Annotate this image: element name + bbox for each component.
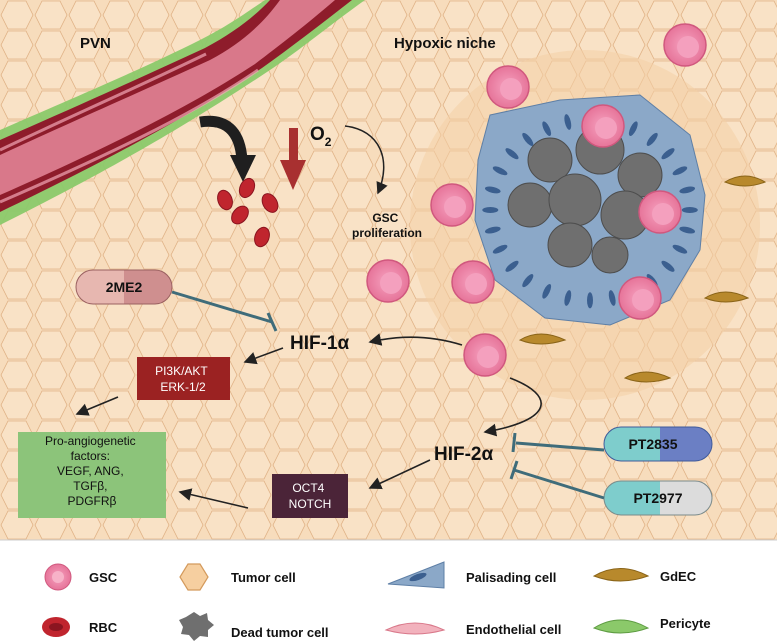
palisading-nucleus [492,244,508,254]
gsc-cell-nucleus [677,36,699,58]
legend-pericyte-label: Pericyte [660,616,711,631]
palisading-nucleus [492,166,508,176]
angiogenic-text: Pro-angiogenetic factors: VEGF, ANG, TGF… [45,434,139,508]
drug-pt2835-outline [603,426,713,462]
palisading-nucleus [564,114,572,130]
palisading-nucleus [628,121,638,137]
oct4-label: OCT4 NOTCH [289,481,332,511]
pi3k-label: PI3K/AKT ERK-1/2 [155,364,211,394]
legend-endothelial-cell-label: Endothelial cell [466,622,561,637]
palisading-nucleus [484,186,501,194]
legend-palisading-cell-nucleus [409,572,427,582]
palisading-nucleus [542,283,552,299]
drug-pt2977-pill [604,481,712,515]
blood-vessel [0,0,365,225]
palisading-nucleus [608,290,616,306]
palisading-nucleus [681,207,698,213]
palisading-nucleus [505,260,519,272]
palisading-nucleus [505,148,519,160]
legend: GSC RBC Tumor cell Dead tumor cell Palis… [42,561,711,641]
gsc-cell-nucleus [652,203,674,225]
o2-arrow-shaft [289,128,298,162]
gsc-cell-nucleus [500,78,522,100]
palisading-nucleus [484,226,501,234]
hypoxic-niche-label: Hypoxic niche [394,35,496,52]
gsc-cell-nucleus [632,289,654,311]
palisading-nucleus [482,207,499,213]
palisading-nucleus [542,121,552,137]
palisading-nucleus [679,226,696,234]
hif1a-label: HIF-1α [290,333,350,354]
palisading-nucleus [522,132,534,146]
drug-2me2-outline [75,269,173,305]
gsc-cell-nucleus [595,117,617,139]
legend-palisading-cell-label: Palisading cell [466,570,556,585]
legend-tumor-cell-icon [179,563,209,591]
legend-gsc-label: GSC [89,570,118,585]
gsc-proliferation-label: GSC proliferation [352,211,422,240]
palisading-nucleus [564,290,572,306]
leak-arrow [199,115,248,161]
palisading-nucleus [646,132,658,146]
o2-arrow-head [280,160,306,190]
oct4-to-angio-arrow [178,488,249,509]
drug-pt2835-label: PT2835 [628,436,677,452]
gsc-cell-nucleus [380,272,402,294]
palisading-nucleus [522,274,534,288]
inhibit-pt2835 [515,441,605,452]
hif1a-to-pi3k-arrow [243,347,284,365]
palisading-nucleus [587,292,593,309]
pi3k-to-angio-arrow [75,396,119,416]
pi3k-box [137,357,230,400]
gsc-to-hif2a-arrow [483,377,542,437]
legend-gdec-label: GdEC [660,569,697,584]
inhibit-pt2977-bar [509,460,519,480]
palisading-nucleus [661,148,675,160]
legend-tumor-cell-label: Tumor cell [231,570,296,585]
oct4-box [272,474,348,518]
drug-pt2977-label: PT2977 [633,490,682,506]
gsc-cell-nucleus [477,346,499,368]
rbc-cluster [217,177,279,248]
inhibit-pt2835-bar [511,432,517,453]
leak-arrow-head [230,155,256,182]
gsc-cell-nucleus [444,196,466,218]
inhibit-2me2-bar [266,312,278,332]
drug-2me2-pill [76,270,172,304]
legend-dead-tumor-cell-label: Dead tumor cell [231,625,329,640]
pvn-label: PVN [80,35,111,52]
legend-dead-tumor-cell-icon [179,612,214,641]
gdec-cells [518,175,767,383]
legend-endothelial-cell-icon [384,622,446,635]
inhibit-pt2977 [513,468,605,500]
drug-2me2-label: 2ME2 [106,279,143,295]
inhibit-2me2 [171,290,273,324]
palisading-nucleus [672,166,688,176]
gsc-cells [366,23,707,377]
hif2a-label: HIF-2α [434,444,494,465]
o2-label: O2 [310,124,332,149]
palisading-nucleus [679,186,696,194]
drug-pt2835-pill [604,427,712,461]
legend-rbc-label: RBC [89,620,118,635]
legend-gdec-icon [592,568,650,582]
angiogenic-box [18,432,166,518]
hif2a-to-oct4-arrow [368,459,431,490]
gsc-to-hif1a-arrow [368,333,463,346]
legend-pericyte-icon [592,619,650,634]
o2-to-proliferation-arrow [344,125,388,195]
gsc-cell-nucleus [465,273,487,295]
legend-gsc-icon-nucleus [52,571,64,583]
palisading-nucleus [672,244,688,254]
palisading-nucleus [661,260,675,272]
legend-rbc-icon-center [49,623,63,631]
